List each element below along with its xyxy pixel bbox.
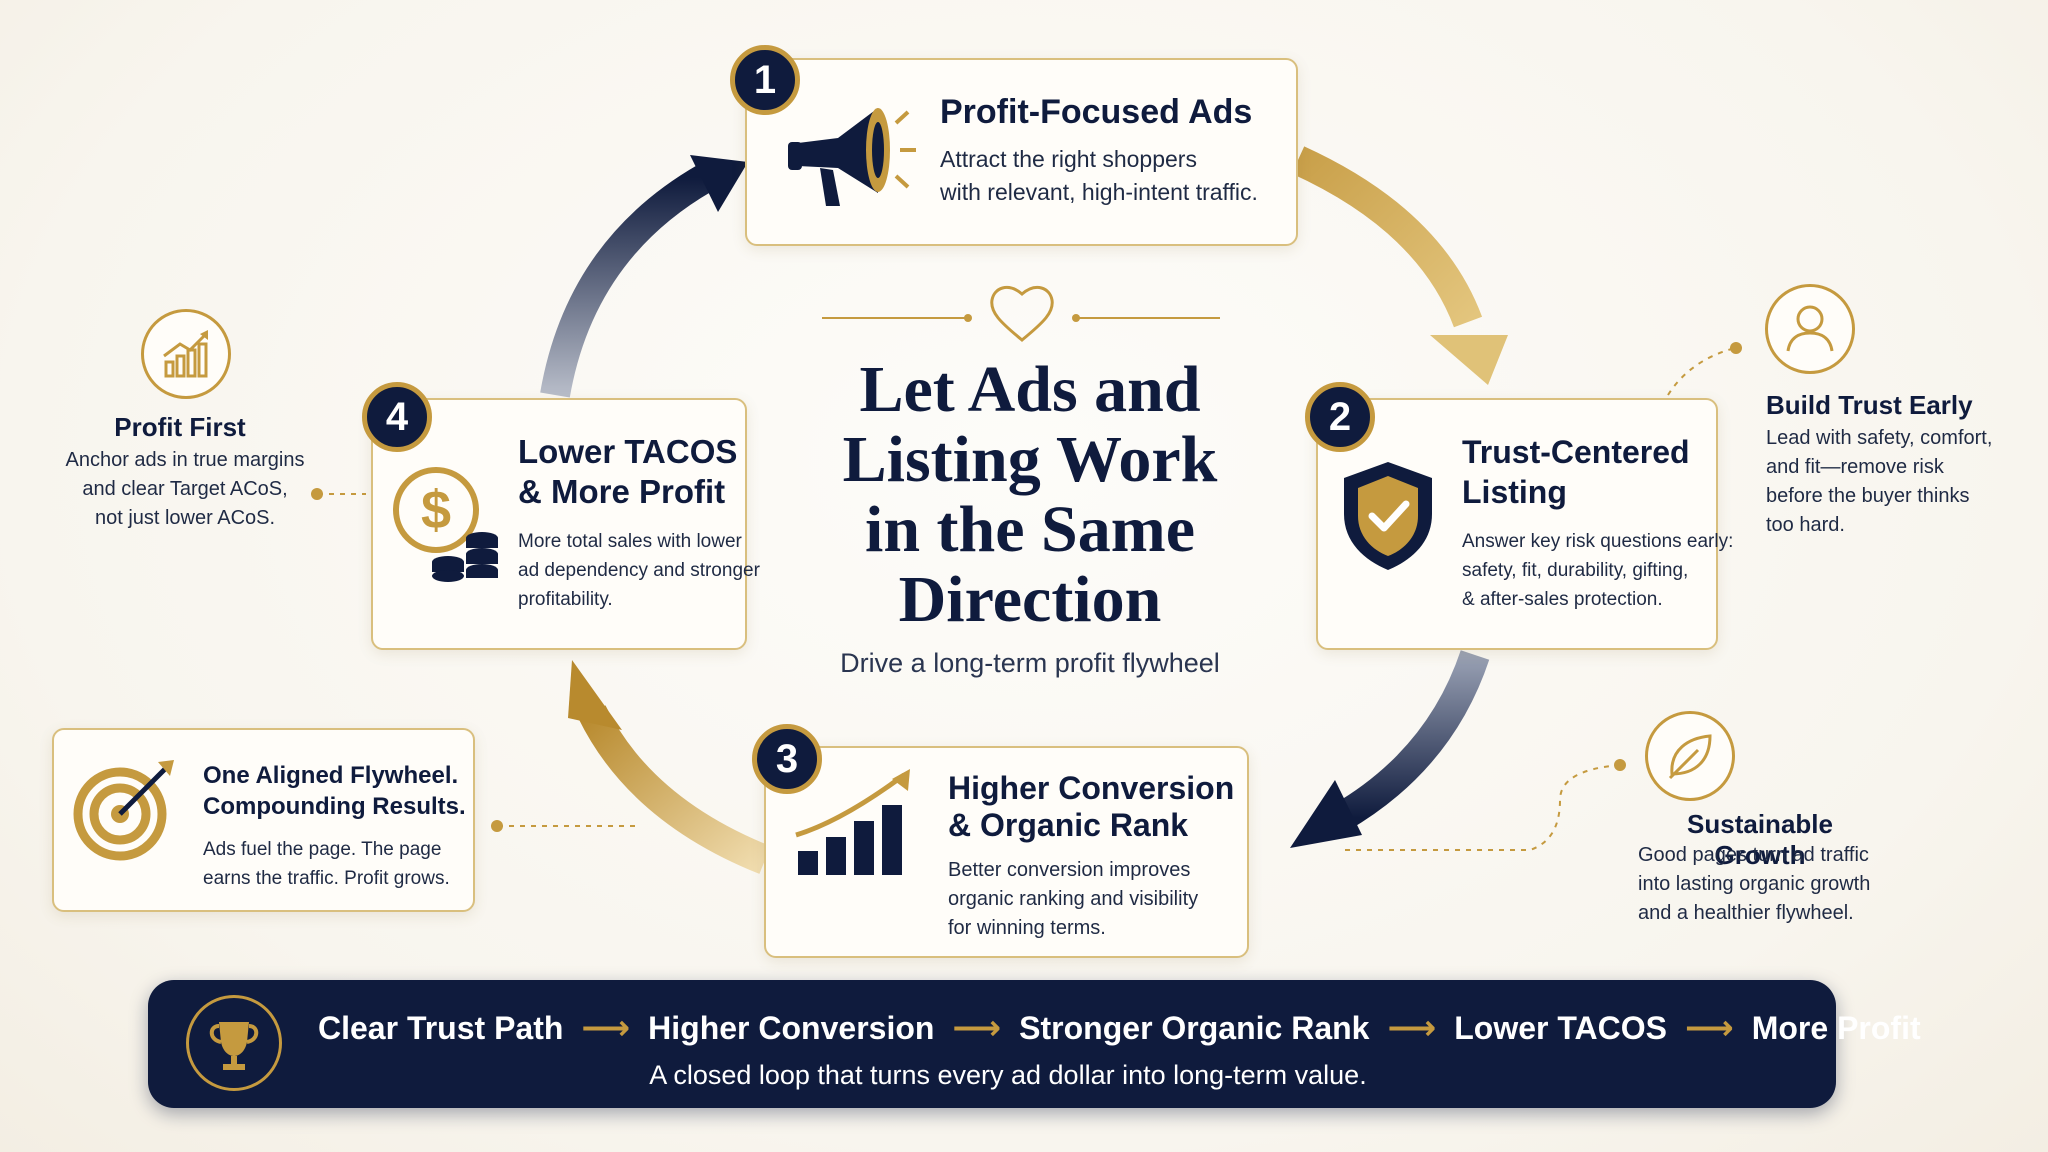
step-title-2: Trust-Centered Listing bbox=[1462, 434, 1690, 510]
step-desc-2: Answer key risk questions early: safety,… bbox=[1462, 531, 1734, 610]
build-trust-desc: Lead with safety, comfort, and fit—remov… bbox=[1766, 427, 1993, 536]
sustainable-title: Sustainable Growth bbox=[1687, 809, 1833, 870]
arrow-4-to-1-head bbox=[690, 155, 748, 212]
arrow-right-icon: ⟶ bbox=[1387, 1009, 1437, 1047]
trophy-ring bbox=[186, 995, 282, 1091]
megaphone-icon bbox=[788, 108, 916, 206]
summary-banner: Clear Trust Path ⟶ Higher Conversion ⟶ S… bbox=[148, 980, 1921, 1108]
arrow-1-to-2-head bbox=[1430, 335, 1508, 385]
step-badge-1: 1 bbox=[730, 45, 800, 115]
step-card-4 bbox=[371, 398, 747, 650]
banner-step-5: More Profit bbox=[1751, 1009, 1921, 1046]
arrow-4-to-1 bbox=[540, 165, 713, 398]
step-title-3: Higher Conversion & Organic Rank bbox=[948, 770, 1235, 843]
step-badge-2: 2 bbox=[1305, 382, 1375, 452]
connector-build-trust bbox=[1667, 347, 1736, 396]
profit-first-desc: Anchor ads in true margins and clear Tar… bbox=[65, 449, 305, 529]
chart-up-icon bbox=[163, 330, 208, 378]
banner-tagline: A closed loop that turns every ad dollar… bbox=[649, 1060, 1367, 1090]
aligned-desc: Ads fuel the page. The page earns the tr… bbox=[203, 839, 450, 889]
arrow-1-to-2 bbox=[1291, 146, 1483, 328]
center-title: Let Ads and Listing Work in the Same Dir… bbox=[842, 353, 1218, 636]
banner-step-2: Higher Conversion bbox=[648, 1009, 935, 1046]
build-trust-title: Build Trust Early bbox=[1766, 390, 1973, 420]
svg-text:$: $ bbox=[421, 480, 451, 540]
arrow-3-to-4 bbox=[578, 705, 771, 874]
arrow-3-to-4-head bbox=[568, 660, 622, 730]
profit-first-title: Profit First bbox=[114, 412, 246, 442]
banner-flow: Clear Trust Path ⟶ Higher Conversion ⟶ S… bbox=[318, 1008, 1921, 1048]
arrow-right-icon: ⟶ bbox=[1684, 1009, 1734, 1047]
connector-sustainable bbox=[1345, 764, 1621, 851]
leaf-icon bbox=[1668, 734, 1712, 780]
sustainable-desc: Good pages turn ad traffic into lasting … bbox=[1638, 844, 1871, 924]
arrow-2-to-3-head bbox=[1290, 780, 1362, 848]
bar-growth-icon bbox=[795, 769, 910, 875]
target-arrow-icon bbox=[73, 760, 174, 861]
aligned-title: One Aligned Flywheel. Compounding Result… bbox=[203, 762, 466, 820]
dollar-coins-icon: $ bbox=[393, 467, 498, 582]
banner-step-4: Lower TACOS bbox=[1454, 1009, 1667, 1046]
step-title-4: Lower TACOS & More Profit bbox=[518, 433, 738, 510]
center-subtitle: Drive a long-term profit flywheel bbox=[840, 648, 1220, 678]
profit-first-ring bbox=[141, 309, 231, 399]
sustainable-ring bbox=[1645, 711, 1735, 801]
step-desc-3: Better conversion improves organic ranki… bbox=[948, 859, 1199, 939]
trophy-icon bbox=[209, 1022, 259, 1070]
arrow-right-icon: ⟶ bbox=[581, 1009, 631, 1047]
step-title-1: Profit-Focused Ads bbox=[940, 93, 1253, 131]
banner-step-3: Stronger Organic Rank bbox=[1019, 1009, 1370, 1046]
step-desc-4: More total sales with lower ad dependenc… bbox=[518, 531, 760, 610]
user-icon bbox=[1786, 305, 1834, 352]
banner-step-1: Clear Trust Path bbox=[318, 1009, 564, 1046]
step-badge-3: 3 bbox=[752, 724, 822, 794]
arrow-right-icon: ⟶ bbox=[952, 1009, 1002, 1047]
step-desc-1: Attract the right shoppers with relevant… bbox=[940, 146, 1258, 205]
build-trust-ring bbox=[1765, 284, 1855, 374]
arrow-2-to-3 bbox=[1332, 650, 1490, 831]
step-badge-4: 4 bbox=[362, 382, 432, 452]
heart-icon bbox=[990, 285, 1054, 342]
shield-check-icon bbox=[1344, 462, 1432, 570]
